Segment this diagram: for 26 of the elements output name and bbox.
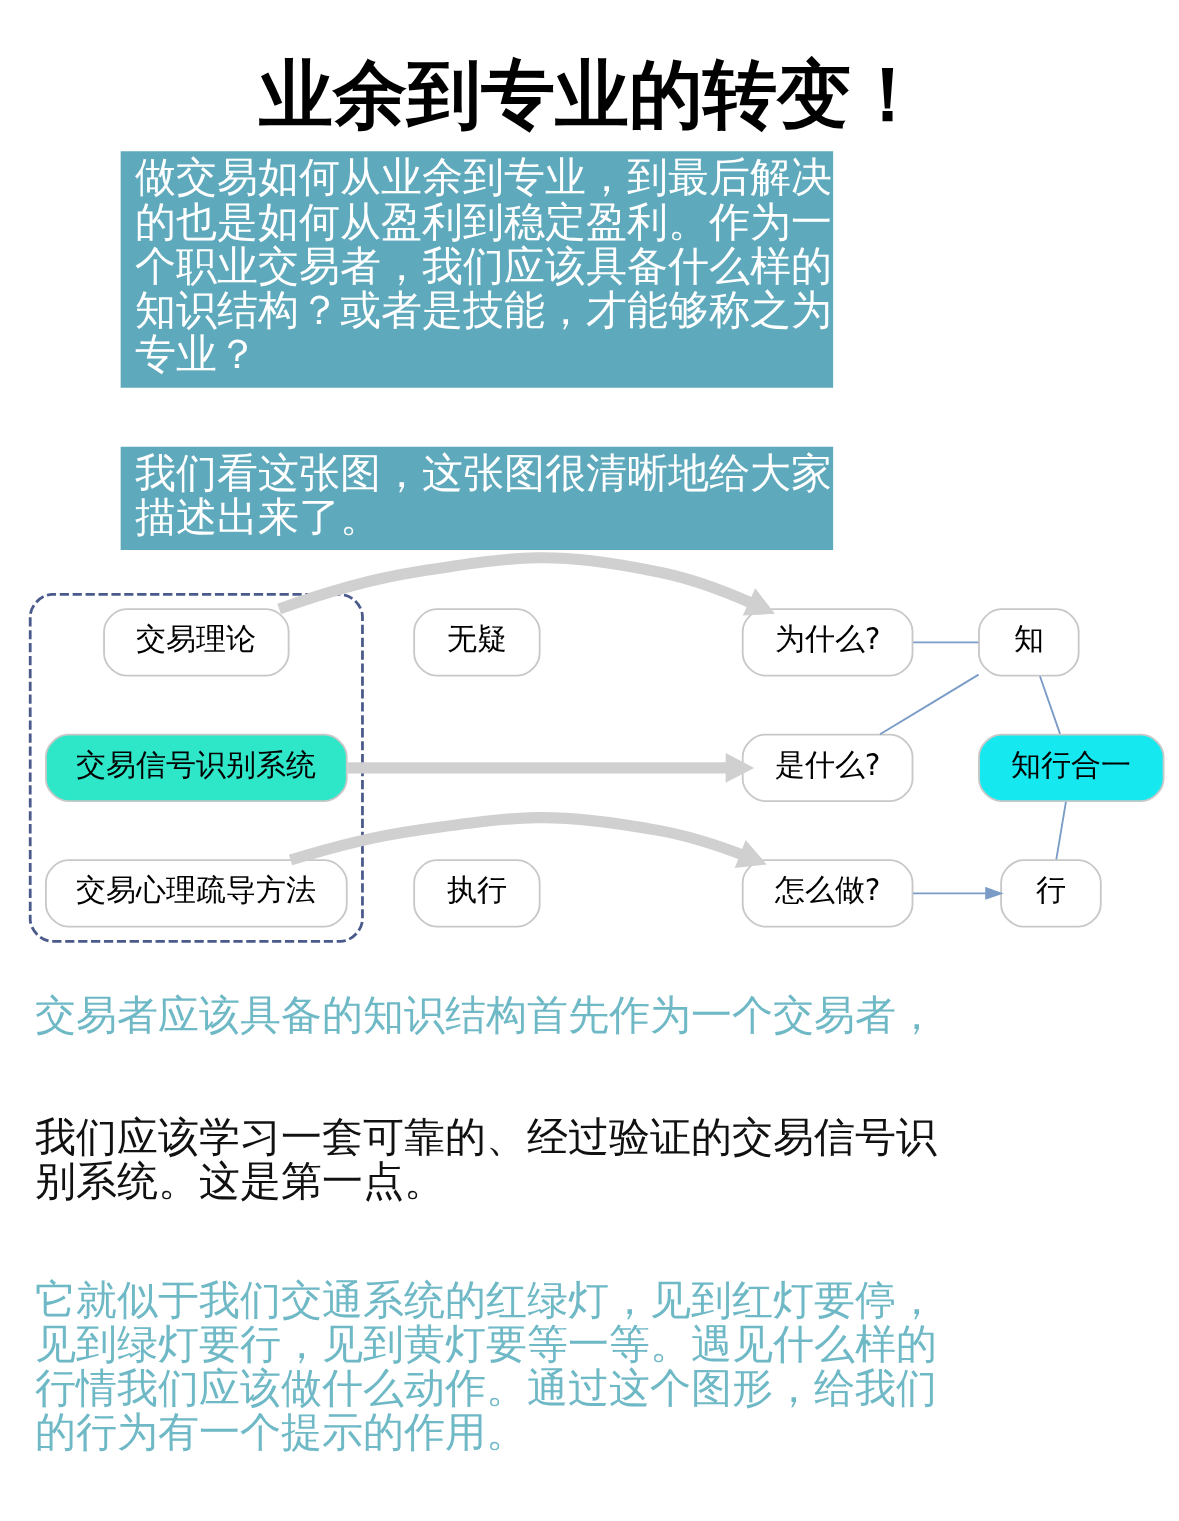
node-box: 交易心理疏导方法 bbox=[44, 859, 348, 928]
connector bbox=[879, 673, 980, 736]
connector bbox=[912, 641, 980, 644]
arrow bbox=[277, 552, 775, 616]
node-box: 是什么? bbox=[741, 733, 914, 803]
label: 我们看这张图，这张图很清晰地给大家描述出来了。 bbox=[135, 448, 833, 541]
label: 做交易如何从业余到专业，到最后解决的也是如何从盈利到稳定盈利。作为一个职业交易者，我们应该具备什么样的知识结构？或者是技能，才能够称之为专业？ bbox=[135, 153, 833, 379]
node-box: 交易信号识别系统 bbox=[44, 733, 348, 803]
diagram-title: 业余到专业的转变！ bbox=[259, 50, 926, 137]
node-box: 无疑 bbox=[413, 608, 541, 677]
connector bbox=[1055, 800, 1067, 861]
connector bbox=[1039, 675, 1061, 735]
node-box: 行 bbox=[1000, 859, 1102, 928]
label: 交易者应该具备的知识结构首先作为一个交易者， bbox=[34, 991, 937, 1040]
node-box: 为什么? bbox=[741, 608, 914, 677]
arrow bbox=[347, 752, 755, 783]
label: 我们应该学习一套可靠的、经过验证的交易信号识别系统。这是第一点。 bbox=[34, 1113, 937, 1206]
node-box: 执行 bbox=[413, 859, 541, 928]
node-box: 知行合一 bbox=[978, 733, 1165, 803]
cluster bbox=[28, 593, 364, 943]
arrow bbox=[912, 886, 1004, 900]
arrow bbox=[288, 812, 767, 868]
label: 它就似于我们交通系统的红绿灯，见到红灯要停，见到绿灯要行，见到黄灯要等一等。遇见什么样的行情我们应该做什么动作。通过这个图形，给我们的行为有一个提示的作用。 bbox=[34, 1275, 937, 1457]
node-box: 知 bbox=[978, 608, 1080, 677]
node-box: 怎么做? bbox=[741, 859, 914, 928]
node-box: 交易理论 bbox=[103, 608, 290, 677]
